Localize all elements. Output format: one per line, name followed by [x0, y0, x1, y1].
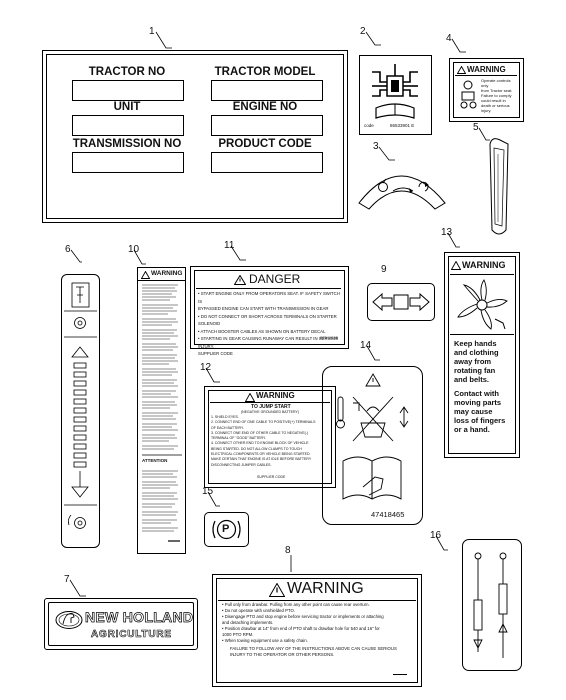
circuit-icon: [372, 64, 418, 119]
decal-7-brand: NEW HOLLAND: [85, 609, 194, 626]
callout-13: 13: [441, 227, 453, 238]
callout-5: 5: [473, 122, 479, 133]
decal-4-title: WARNING: [467, 65, 506, 74]
operator-seat-icon: [460, 80, 477, 109]
decal-9-double-arrow: [367, 283, 435, 321]
decal-8-text: • Pull only from drawbar. Pulling from a…: [222, 602, 384, 643]
product-code-label: PRODUCT CODE: [218, 138, 312, 150]
decal-12-title: WARNING: [256, 391, 295, 400]
decal-2-code-label: code: [364, 123, 374, 128]
decal-6-symbols: [64, 282, 97, 529]
warning-triangle-icon: [457, 66, 466, 74]
callout-3: 3: [373, 141, 379, 152]
callout-9: 9: [381, 264, 387, 275]
tractor-no-label: TRACTOR NO: [88, 66, 166, 78]
decal-7-new-holland-badge: NEW HOLLAND AGRICULTURE: [44, 598, 198, 650]
callout-16: 16: [430, 530, 442, 541]
callout-12: 12: [200, 362, 212, 373]
decal-14-symbols: 47418465: [322, 366, 423, 525]
product-code-box: [211, 152, 323, 173]
decal-10-warning-strip: WARNING: [137, 267, 186, 554]
decal-16-hydraulic: [462, 539, 522, 671]
decal-14-pictograms: [336, 373, 409, 500]
tractor-model-box: [211, 80, 323, 101]
warning-triangle-icon: [141, 271, 150, 279]
parking-brake-icon: [212, 519, 241, 540]
decal-8-warning: WARNING • Pull only from drawbar. Pullin…: [212, 574, 422, 687]
warning-triangle-icon: [269, 583, 285, 597]
decal-12-subtitle2: (NEGATIVE GROUNDED BATTERY): [241, 410, 299, 414]
decal-14-part-no: 47418465: [371, 510, 405, 519]
decal-12-text: 1. SHIELD EYES. 2. CONNECT END OF ONE CA…: [211, 415, 316, 467]
callout-7: 7: [64, 574, 70, 585]
decal-12-supplier: SUPPLIER CODE: [257, 475, 286, 479]
double-arrow-icon: [372, 292, 430, 312]
warning-triangle-icon: [234, 275, 246, 285]
callout-1: 1: [149, 26, 155, 37]
callout-6: 6: [65, 244, 71, 255]
decal-15-parking: P: [204, 512, 249, 547]
decal-4-warning: WARNING Operate controls only from Tract…: [449, 58, 524, 122]
decal-3-arc: [358, 175, 446, 210]
decal-11-text: • START ENGINE ONLY FROM OPERATORS SEAT.…: [198, 291, 340, 356]
engine-no-label: ENGINE NO: [232, 101, 298, 113]
decal-5-strip: [489, 138, 509, 235]
transmission-no-label: TRANSMISSION NO: [72, 138, 182, 150]
decal-10-attention: ATTENTION: [142, 458, 168, 463]
transmission-no-box: [72, 152, 184, 173]
decal-11-title: DANGER: [249, 272, 301, 286]
callout-11: 11: [224, 240, 235, 251]
callout-10: 10: [128, 244, 140, 255]
decal-4-text: Operate controls only from Tractor seat.…: [481, 78, 513, 113]
decal-13-fan-warning: WARNING Keep hands and clothing away fro…: [444, 252, 520, 458]
decal-10-fine-print: [142, 284, 182, 542]
decal-12-subtitle: TO JUMP START: [251, 404, 291, 410]
decal-13-text2: Contact with moving parts may cause loss…: [454, 389, 506, 434]
decal-15-symbol: P: [222, 523, 230, 535]
callout-4: 4: [446, 33, 452, 44]
warning-triangle-icon: [245, 393, 255, 402]
tractor-no-box: [72, 80, 184, 101]
decal-7-tagline: AGRICULTURE: [91, 629, 172, 641]
decal-2-circuit: code 86533901 E: [359, 55, 432, 135]
decal-12-jump-start: WARNING TO JUMP START (NEGATIVE GROUNDED…: [204, 386, 336, 488]
identification-plate: TRACTOR NO TRACTOR MODEL UNIT ENGINE NO …: [42, 50, 348, 223]
callout-14: 14: [360, 340, 372, 351]
decal-13-text1: Keep hands and clothing away from rotati…: [454, 339, 499, 384]
decal-8-title: WARNING: [287, 580, 364, 597]
fan-blade-icon: [457, 279, 508, 330]
hydraulic-cylinder-icon: [473, 552, 508, 658]
decal-8-footer: FAILURE TO FOLLOW ANY OF THE INSTRUCTION…: [230, 646, 397, 657]
decal-6-tall: [61, 274, 100, 548]
engine-no-box: [211, 115, 323, 136]
tractor-model-label: TRACTOR MODEL: [214, 66, 316, 78]
unit-label: UNIT: [113, 101, 141, 113]
new-holland-logo-icon: [55, 611, 83, 629]
callout-8: 8: [285, 545, 291, 556]
decal-2-code-value: 86533901 E: [390, 123, 415, 128]
decal-11-part-no: 87541088: [320, 335, 338, 340]
unit-box: [72, 115, 184, 136]
decal-11-danger: DANGER • START ENGINE ONLY FROM OPERATOR…: [190, 266, 349, 356]
callout-2: 2: [360, 26, 366, 37]
decal-13-title: WARNING: [462, 260, 506, 270]
decal-10-title: WARNING: [151, 270, 183, 277]
warning-triangle-icon: [451, 261, 461, 270]
callout-15: 15: [202, 486, 214, 497]
